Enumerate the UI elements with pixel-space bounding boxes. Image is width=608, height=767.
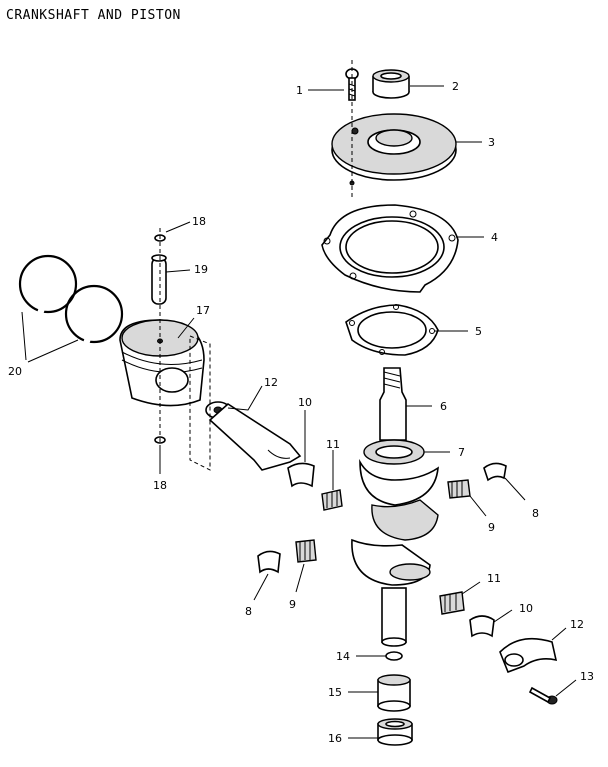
callout-10-lower: 10 [493, 602, 533, 623]
callout-12-lower: 12 [551, 618, 584, 641]
callout-5: 5 [434, 325, 482, 338]
callout-11-left: 11 [326, 438, 340, 490]
callout-label: 9 [289, 598, 296, 611]
callout-label: 2 [452, 80, 459, 93]
part-piston-rings [18, 254, 124, 344]
callout-17: 17 [177, 304, 210, 339]
callout-label: 20 [8, 365, 22, 378]
part-lower-bearings [377, 651, 413, 746]
callout-20: 20 [8, 311, 79, 378]
callout-label: 15 [328, 686, 342, 699]
callout-6: 6 [406, 400, 447, 413]
callout-18-top: 18 [165, 215, 206, 233]
callout-8-left: 8 [245, 573, 269, 618]
callout-9-left: 9 [289, 563, 305, 611]
part-drawings [18, 60, 558, 746]
callout-label: 5 [475, 325, 482, 338]
callout-18-bottom: 18 [153, 446, 167, 492]
part-crankshaft [351, 367, 439, 647]
callout-label: 19 [194, 263, 208, 276]
callout-label: 10 [298, 396, 312, 409]
callout-label: 18 [192, 215, 206, 228]
callout-label: 7 [458, 446, 465, 459]
part-flange-gasket [345, 304, 439, 356]
part-bearing-group-left [257, 539, 317, 574]
callout-2: 2 [410, 80, 459, 93]
part-connecting-rod [205, 401, 302, 471]
callout-label: 6 [440, 400, 447, 413]
callout-label: 8 [532, 507, 539, 520]
page-title: CRANKSHAFT AND PISTON [6, 8, 181, 23]
callout-label: 9 [488, 521, 495, 534]
callout-13: 13 [555, 670, 594, 697]
callout-label: 1 [296, 84, 303, 97]
callout-label: 14 [336, 650, 350, 663]
callout-label: 11 [487, 572, 501, 585]
callout-4: 4 [456, 231, 498, 244]
callout-12-left: 12 [227, 376, 278, 411]
callout-3: 3 [456, 136, 495, 149]
callout-15: 15 [328, 686, 378, 699]
callout-label: 16 [328, 732, 342, 745]
callout-label: 12 [264, 376, 278, 389]
callout-9-right: 9 [469, 495, 495, 534]
callout-label: 18 [153, 479, 167, 492]
callout-label: 17 [196, 304, 210, 317]
part-bearing-group-lower [439, 591, 558, 674]
callout-label: 10 [519, 602, 533, 615]
callout-16: 16 [328, 732, 378, 745]
callout-label: 3 [488, 136, 495, 149]
callout-11-lower: 11 [461, 572, 501, 595]
part-piston [119, 228, 211, 471]
part-housing-gasket [321, 204, 459, 293]
callout-19: 19 [165, 263, 208, 276]
callout-10-left: 10 [298, 396, 312, 462]
callout-1: 1 [296, 84, 344, 97]
part-bearing-group-right [287, 462, 507, 511]
callout-label: 13 [580, 670, 594, 683]
callout-label: 4 [491, 231, 498, 244]
part-retainer-plate [331, 113, 457, 186]
callout-7: 7 [424, 446, 465, 459]
callout-label: 11 [326, 438, 340, 451]
callout-label: 8 [245, 605, 252, 618]
part-seal-top [372, 69, 410, 99]
callout-8-right: 8 [504, 477, 539, 520]
callout-14: 14 [336, 650, 386, 663]
callout-label: 12 [570, 618, 584, 631]
part-cap-screw [528, 686, 558, 705]
